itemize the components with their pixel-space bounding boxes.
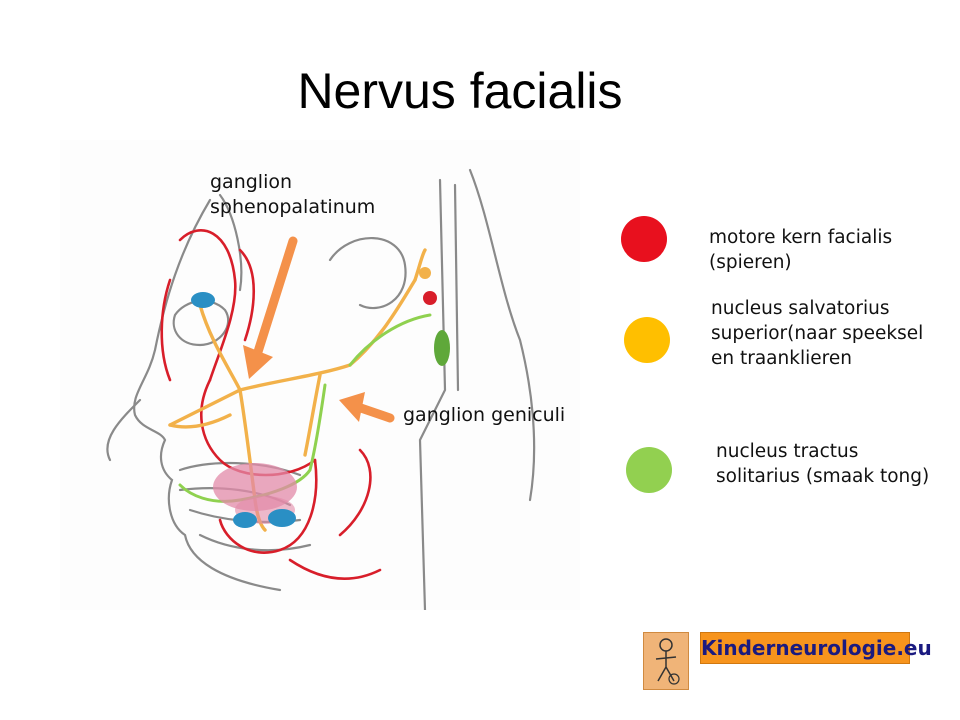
legend-dot-salivatory bbox=[624, 317, 670, 363]
legend-dot-taste bbox=[626, 447, 672, 493]
label-ganglion-sphenopalatinum: ganglion sphenopalatinum bbox=[210, 171, 376, 218]
legend-text-salivatory: nucleus salvatorius superior(naar speeks… bbox=[711, 298, 924, 369]
child-figure-icon bbox=[643, 632, 689, 690]
legend-text-motor: motore kern facialis (spieren) bbox=[709, 227, 893, 273]
arrow-sphenopalatinum bbox=[243, 236, 298, 379]
page-title: Nervus facialis bbox=[297, 63, 623, 119]
logo-text[interactable]: Kinderneurologie.eu bbox=[700, 632, 932, 664]
legend-dot-motor bbox=[621, 216, 667, 262]
label-ganglion-geniculi: ganglion geniculi bbox=[403, 404, 566, 426]
legend-text-taste: nucleus tractus solitarius (smaak tong) bbox=[716, 441, 930, 487]
arrow-ganglion-geniculi bbox=[339, 392, 395, 423]
facial-nerve-drawing bbox=[60, 140, 580, 610]
